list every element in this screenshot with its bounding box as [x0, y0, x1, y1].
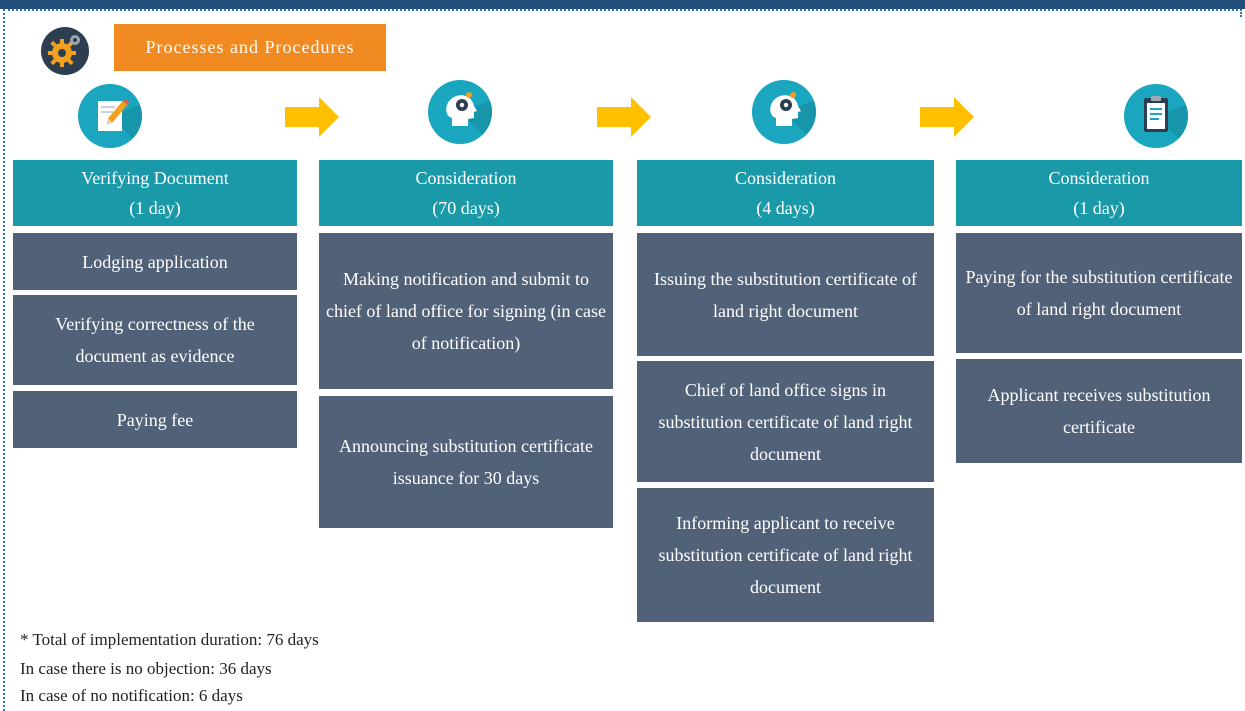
section-title: Processes and Procedures	[114, 24, 386, 71]
step-box: Lodging application	[13, 233, 297, 290]
dotted-frame-top	[3, 9, 1242, 11]
stage-header: Consideration (4 days)	[637, 160, 934, 226]
stage-duration: (1 day)	[129, 198, 181, 218]
arrow-right-icon	[285, 97, 339, 137]
step-box: Announcing substitution certificate issu…	[319, 396, 613, 528]
note-no-notification: In case of no notification: 6 days	[20, 686, 243, 705]
stage-duration: (70 days)	[432, 198, 500, 218]
dotted-frame-left	[3, 9, 5, 711]
note-total-duration: * Total of implementation duration: 76 d…	[20, 630, 319, 649]
note-no-objection: In case there is no objection: 36 days	[20, 659, 272, 678]
head-gear-icon	[428, 80, 492, 144]
stage-duration: (4 days)	[756, 198, 815, 218]
step-box: Applicant receives substitution certific…	[956, 359, 1242, 463]
step-box: Making notification and submit to chief …	[319, 233, 613, 389]
stage-header: Verifying Document (1 day)	[13, 160, 297, 226]
dotted-frame-right	[1240, 9, 1242, 17]
stage-header: Consideration (70 days)	[319, 160, 613, 226]
stage-header: Consideration (1 day)	[956, 160, 1242, 226]
step-box: Chief of land office signs in substituti…	[637, 361, 934, 482]
arrow-right-icon	[597, 97, 651, 137]
stage-duration: (1 day)	[1073, 198, 1125, 218]
arrow-right-icon	[920, 97, 974, 137]
step-box: Paying for the substitution certificate …	[956, 233, 1242, 353]
step-box: Informing applicant to receive substitut…	[637, 488, 934, 622]
stage-title: Consideration	[735, 168, 836, 188]
stage-title: Consideration	[415, 168, 517, 188]
step-box: Issuing the substitution certificate of …	[637, 233, 934, 356]
stage-title: Consideration	[1048, 168, 1150, 188]
step-box: Paying fee	[13, 391, 297, 448]
clipboard-icon	[1124, 84, 1188, 148]
pencil-document-icon	[78, 84, 142, 148]
top-bar	[0, 0, 1245, 9]
stage-title: Verifying Document	[81, 168, 229, 188]
head-gear-icon	[752, 80, 816, 144]
step-box: Verifying correctness of the document as…	[13, 295, 297, 385]
gear-icon	[41, 27, 89, 75]
